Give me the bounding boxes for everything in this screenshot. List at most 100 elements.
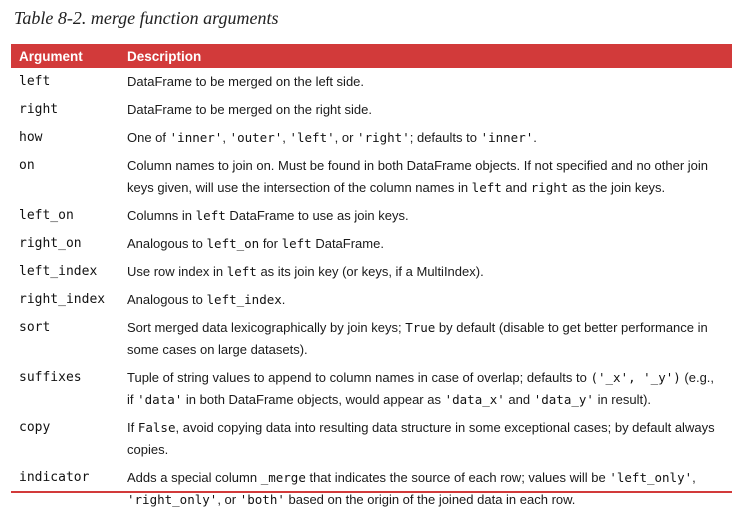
document-page: Table 8-2. merge function arguments Argu… bbox=[11, 8, 732, 507]
description-text: Column names to join on. Must be found i… bbox=[127, 158, 709, 195]
description-text: , or bbox=[334, 130, 358, 145]
argument-description: DataFrame to be merged on the right side… bbox=[119, 96, 732, 124]
inline-code: 'both' bbox=[239, 492, 285, 507]
table-bottom-rule bbox=[11, 491, 732, 493]
description-text: DataFrame to use as join keys. bbox=[225, 208, 409, 223]
description-text: , bbox=[222, 130, 230, 145]
description-text: in result). bbox=[593, 392, 652, 407]
inline-code: _merge bbox=[260, 470, 306, 485]
description-text: (e.g., if bbox=[127, 370, 715, 407]
description-text: , or bbox=[217, 492, 240, 507]
argument-description: Tuple of string values to append to colu… bbox=[119, 364, 732, 414]
argument-name: on bbox=[19, 158, 35, 173]
argument-description: Use row index in left as its join key (o… bbox=[119, 258, 732, 286]
argument-description: Analogous to left_index. bbox=[119, 286, 732, 314]
argument-description: Column names to join on. Must be found i… bbox=[119, 152, 732, 202]
table-row: copy If False, avoid copying data into re… bbox=[11, 414, 732, 464]
inline-code: 'right_only' bbox=[127, 492, 218, 507]
argument-description: DataFrame to be merged on the left side. bbox=[119, 68, 732, 96]
table-row: right_on Analogous to left_on for left Da… bbox=[11, 230, 732, 258]
description-text: in both DataFrame objects, would appear … bbox=[182, 392, 445, 407]
header-description: Description bbox=[119, 44, 732, 68]
inline-code: right bbox=[530, 180, 569, 195]
argument-description: Adds a special column _merge that indica… bbox=[119, 464, 732, 514]
description-text: for bbox=[259, 236, 282, 251]
argument-description: If False, avoid copying data into result… bbox=[119, 414, 732, 464]
inline-code: False bbox=[137, 420, 176, 435]
argument-name: left bbox=[19, 74, 51, 89]
description-text: DataFrame. bbox=[311, 236, 384, 251]
table-row: right DataFrame to be merged on the right… bbox=[11, 96, 732, 124]
description-text: DataFrame to be merged on the left side. bbox=[127, 74, 365, 89]
inline-code: True bbox=[405, 320, 436, 335]
inline-code: ('_x', '_y') bbox=[590, 370, 681, 385]
argument-name: copy bbox=[19, 420, 51, 435]
inline-code: left bbox=[195, 208, 226, 223]
description-text: that indicates the source of each row; v… bbox=[305, 470, 610, 485]
inline-code: 'data_x' bbox=[444, 392, 505, 407]
table-row: sort Sort merged data lexicographically b… bbox=[11, 314, 732, 364]
description-text: as its join key (or keys, if a MultiInde… bbox=[256, 264, 484, 279]
description-text: and bbox=[501, 180, 531, 195]
table-row: left_index Use row index in left as its j… bbox=[11, 258, 732, 286]
description-text: If bbox=[127, 420, 138, 435]
header-argument: Argument bbox=[11, 44, 119, 68]
description-text: , avoid copying data into resulting data… bbox=[127, 420, 715, 457]
inline-code: left bbox=[226, 264, 257, 279]
description-text: , bbox=[282, 130, 290, 145]
inline-code: 'data' bbox=[137, 392, 183, 407]
table-row: on Column names to join on. Must be found… bbox=[11, 152, 732, 202]
inline-code: 'inner' bbox=[480, 130, 534, 145]
argument-name: how bbox=[19, 130, 43, 145]
description-text: Adds a special column bbox=[127, 470, 261, 485]
argument-name: right_on bbox=[19, 236, 82, 251]
table-caption: Table 8-2. merge function arguments bbox=[14, 8, 279, 28]
inline-code: left_index bbox=[206, 292, 282, 307]
table-row: how One of 'inner', 'outer', 'left', or '… bbox=[11, 124, 732, 152]
description-text: Analogous to bbox=[127, 292, 207, 307]
description-text: by default (disable to get better perfor… bbox=[127, 320, 708, 357]
inline-code: left bbox=[281, 236, 312, 251]
table-row: suffixes Tuple of string values to append… bbox=[11, 364, 732, 414]
table-row: left_on Columns in left DataFrame to use … bbox=[11, 202, 732, 230]
description-text: One of bbox=[127, 130, 170, 145]
description-text: Analogous to bbox=[127, 236, 207, 251]
table-body: left DataFrame to be merged on the left s… bbox=[11, 68, 732, 514]
argument-name: sort bbox=[19, 320, 51, 335]
argument-name: indicator bbox=[19, 470, 90, 485]
description-text: Tuple of string values to append to colu… bbox=[127, 370, 591, 385]
inline-code: 'left' bbox=[289, 130, 335, 145]
argument-name: left_on bbox=[19, 208, 74, 223]
argument-name: suffixes bbox=[19, 370, 82, 385]
inline-code: left_on bbox=[206, 236, 260, 251]
description-text: DataFrame to be merged on the right side… bbox=[127, 102, 372, 117]
inline-code: 'data_y' bbox=[533, 392, 594, 407]
inline-code: 'outer' bbox=[229, 130, 283, 145]
table-row: right_index Analogous to left_index. bbox=[11, 286, 732, 314]
inline-code: 'right' bbox=[357, 130, 410, 145]
description-text: based on the origin of the joined data i… bbox=[284, 492, 576, 507]
description-text: , bbox=[692, 470, 696, 485]
description-text: as the join keys. bbox=[568, 180, 666, 195]
argument-description: Columns in left DataFrame to use as join… bbox=[119, 202, 732, 230]
argument-description: Sort merged data lexicographically by jo… bbox=[119, 314, 732, 364]
argument-name: left_index bbox=[19, 264, 98, 279]
inline-code: 'left_only' bbox=[609, 470, 693, 485]
argument-description: One of 'inner', 'outer', 'left', or 'rig… bbox=[119, 124, 732, 152]
description-text: Sort merged data lexicographically by jo… bbox=[127, 320, 406, 335]
inline-code: 'inner' bbox=[169, 130, 223, 145]
argument-description: Analogous to left_on for left DataFrame. bbox=[119, 230, 732, 258]
description-text: ; defaults to bbox=[409, 130, 481, 145]
description-text: . bbox=[281, 292, 286, 307]
description-text: and bbox=[504, 392, 534, 407]
argument-name: right bbox=[19, 102, 59, 117]
description-text: . bbox=[533, 130, 537, 145]
argument-name: right_index bbox=[19, 292, 106, 307]
description-text: Columns in bbox=[127, 208, 196, 223]
inline-code: left bbox=[471, 180, 502, 195]
description-text: Use row index in bbox=[127, 264, 227, 279]
table-header-row: Argument Description bbox=[11, 44, 732, 68]
table-row: indicator Adds a special column _merge th… bbox=[11, 464, 732, 514]
table-row: left DataFrame to be merged on the left s… bbox=[11, 68, 732, 96]
